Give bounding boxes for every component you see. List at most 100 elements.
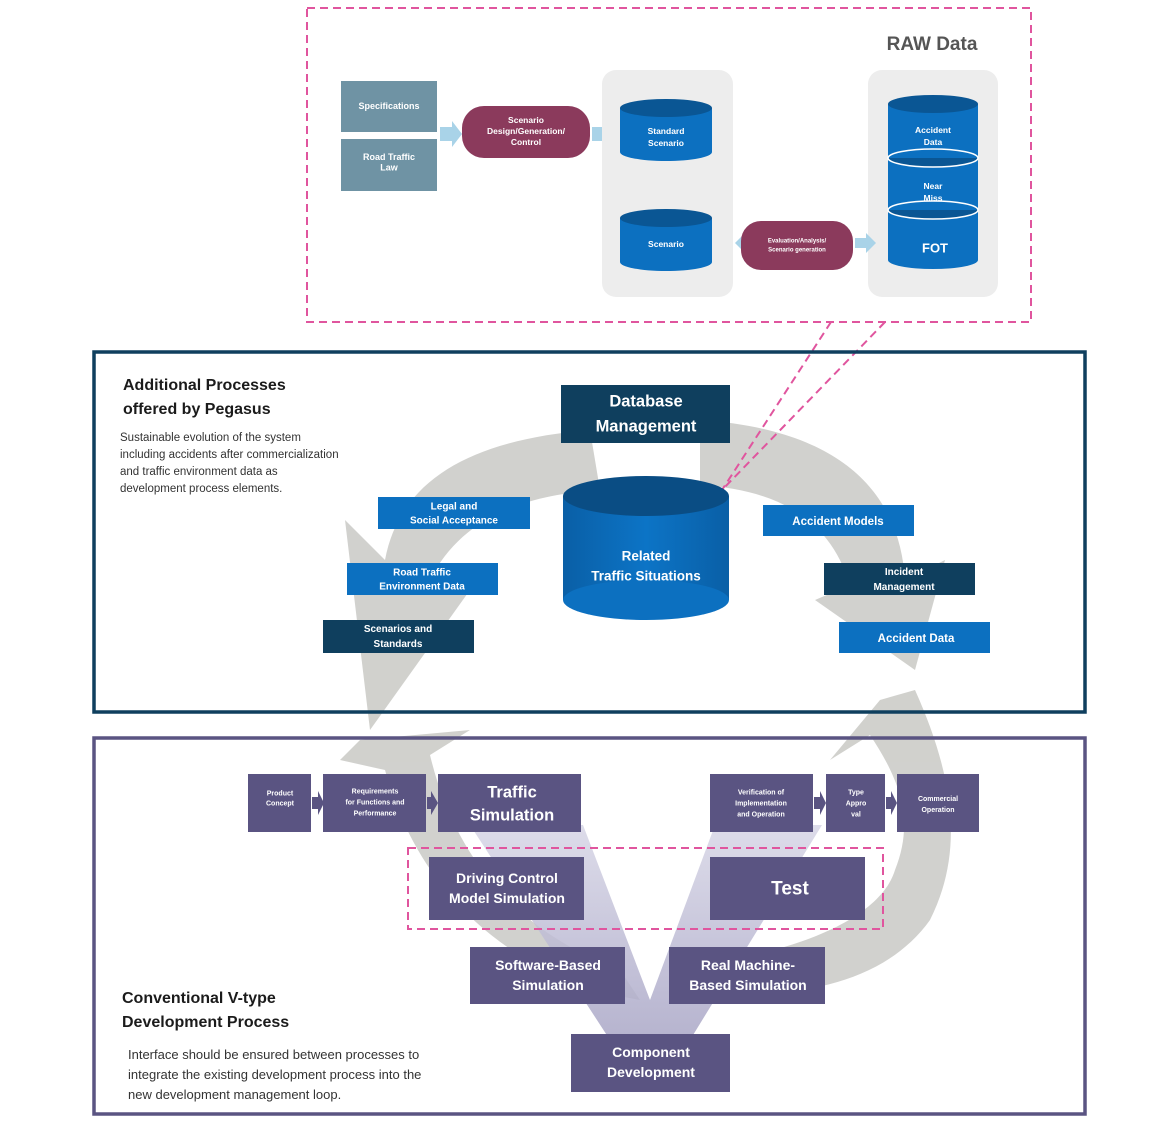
- related-traffic-cylinder: [563, 476, 729, 620]
- database-management-label-line: Management: [596, 417, 697, 435]
- fot-source-label-line: FOT: [922, 241, 948, 256]
- product-concept-label-line: Product: [267, 790, 294, 797]
- verification-label-line: Verification of: [738, 789, 785, 796]
- legal-social-box: [378, 497, 530, 529]
- accident-data-box: [839, 622, 990, 653]
- commercial-operation-label-line: Commercial: [918, 796, 958, 803]
- evaluation-process-box: [741, 221, 853, 270]
- accident-data-source-label-line: Data: [924, 137, 943, 147]
- raw-data-frame: [306, 7, 1032, 323]
- product-concept-box: [248, 774, 311, 832]
- evaluation-process-label-line: Evaluation/Analysis/: [768, 239, 827, 245]
- accident-models-box: [763, 505, 914, 536]
- accident-models-label-line: Accident Models: [792, 516, 883, 528]
- arrow-ver-ta: [814, 791, 826, 815]
- pegasus-description-line: Sustainable evolution of the system: [120, 432, 301, 444]
- pegasus-description: Sustainable evolution of the system inclu…: [120, 432, 339, 495]
- arrow-to-scenario-process: [440, 121, 462, 147]
- software-sim-label-line: Simulation: [512, 977, 584, 993]
- road-traffic-law-box: [341, 139, 437, 191]
- test-box: [710, 857, 865, 920]
- standard-scenario-cylinder: [620, 99, 712, 161]
- raw-data-panel: RAW Data Specifications Road TrafficLaw …: [306, 7, 1032, 323]
- related-traffic-label-line: Traffic Situations: [591, 569, 701, 584]
- incident-management-label-line: Management: [873, 582, 935, 593]
- verification-label-line: and Operation: [737, 811, 784, 818]
- pegasus-description-line: development process elements.: [120, 483, 282, 495]
- cycle-arrow-lower-right: [690, 690, 951, 994]
- road-traffic-env-label-line: Environment Data: [379, 582, 465, 593]
- vprocess-heading-line: Development Process: [122, 1014, 289, 1031]
- arrow-req-ts: [427, 791, 438, 815]
- driving-control-box: [429, 857, 584, 920]
- real-machine-sim-label-line: Based Simulation: [689, 977, 806, 993]
- vprocess-heading-line: Conventional V-type: [122, 990, 276, 1007]
- scenario-label: Scenario: [648, 239, 684, 249]
- scenarios-standards-label-line: Scenarios and: [364, 624, 432, 635]
- component-dev-box: [571, 1034, 730, 1092]
- road-traffic-law-label-line: Law: [380, 163, 399, 173]
- legal-social-label-line: Social Acceptance: [410, 516, 498, 527]
- arrow-ta-co: [886, 791, 897, 815]
- requirements-label-line: Requirements: [352, 788, 399, 795]
- specifications-label-line: Specifications: [358, 101, 419, 111]
- arrow-pc-req: [312, 791, 324, 815]
- vprocess-description-line: Interface should be ensured between proc…: [128, 1047, 419, 1062]
- cycle-arrow-right: [700, 420, 945, 670]
- commercial-operation-box: [897, 774, 979, 832]
- arrow-to-evaluation: [855, 233, 876, 253]
- product-concept-label-line: Concept: [266, 800, 295, 807]
- accident-data-label: Accident Data: [878, 633, 955, 645]
- component-dev-label-line: Component: [612, 1044, 690, 1060]
- road-traffic-env-label-line: Road Traffic: [393, 568, 451, 579]
- type-approval-label-line: Appro: [846, 800, 867, 807]
- raw-data-title: RAW Data: [887, 34, 978, 55]
- test-label-line: Test: [771, 879, 809, 900]
- scenario-label-line: Scenario: [648, 239, 684, 249]
- accident-models-label: Accident Models: [792, 516, 883, 528]
- pegasus-heading-line: offered by Pegasus: [123, 401, 271, 418]
- road-traffic-env-box: [347, 563, 498, 595]
- evaluation-process-label-line: Scenario generation: [768, 248, 826, 254]
- fot-source-label: FOT: [922, 241, 948, 256]
- pegasus-frame: [92, 350, 1087, 714]
- near-miss-source-label-line: Miss: [924, 193, 943, 203]
- road-traffic-law-label-line: Road Traffic: [363, 152, 415, 162]
- vprocess-description-line: new development management loop.: [128, 1087, 341, 1102]
- specifications-box: [341, 81, 437, 132]
- database-management-label-line: Database: [609, 392, 682, 410]
- scenario-process-label-line: Control: [511, 137, 541, 147]
- vprocess-description-line: integrate the existing development proce…: [128, 1067, 421, 1082]
- vprocess-description: Interface should be ensured between proc…: [128, 1047, 421, 1102]
- scenarios-standards-box: [323, 620, 474, 653]
- evaluation-process-label: Evaluation/Analysis/Scenario generation: [768, 239, 827, 254]
- specifications-label: Specifications: [358, 101, 419, 111]
- component-dev-label-line: Development: [607, 1064, 695, 1080]
- type-approval-box: [826, 774, 885, 832]
- pegasus-description-line: including accidents after commercializat…: [120, 449, 339, 461]
- software-sim-label-line: Software-Based: [495, 957, 601, 973]
- accident-data-source-label-line: Accident: [915, 125, 951, 135]
- sources-stack: [887, 95, 979, 269]
- traffic-simulation-box: [438, 774, 581, 832]
- driving-control-label-line: Driving Control: [456, 870, 558, 886]
- type-approval-label-line: Type: [848, 789, 864, 796]
- scenario-process-label-line: Scenario: [508, 115, 544, 125]
- database-management-box: [561, 385, 730, 443]
